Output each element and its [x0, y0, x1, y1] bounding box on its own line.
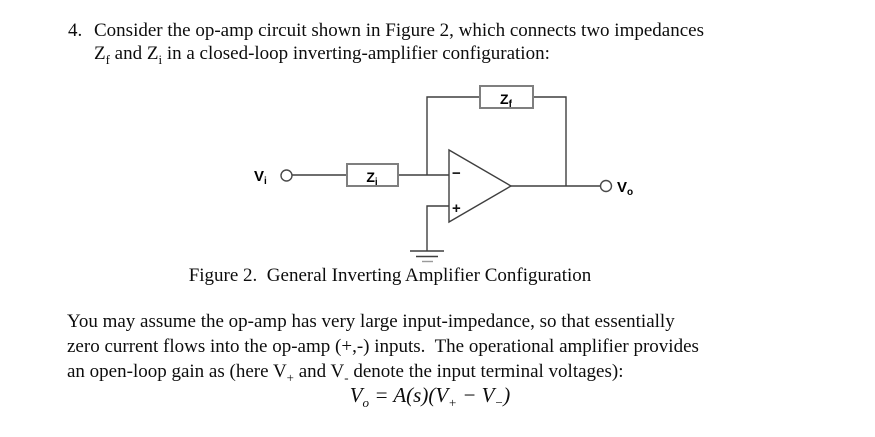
- feedback-impedance-box: [479, 85, 534, 109]
- feedback-impedance-label: Zf: [500, 91, 513, 110]
- zi-symbol: Z: [146, 43, 159, 64]
- problem-line-2-rest: in a closed-loop inverting-amplifier con…: [162, 43, 550, 64]
- eq-vminus-sub: −: [494, 395, 504, 411]
- eq-minus-term: − V: [456, 383, 495, 407]
- figure-caption: Figure 2. General Inverting Amplifier Co…: [188, 265, 592, 286]
- circuit-diagram: Zf Zi Vi Vo − +: [254, 85, 633, 263]
- problem-number: 4.: [68, 20, 83, 41]
- open-loop-gain-equation: Vo = A(s)(V+ − V−): [280, 383, 580, 411]
- assumption-paragraph: You may assume the op-amp has very large…: [67, 309, 807, 384]
- problem-text: Consider the op-amp circuit shown in Fig…: [94, 19, 824, 67]
- eq-vout-sub: o: [362, 395, 370, 411]
- eq-gain-term: A(s)(V: [393, 383, 449, 407]
- eq-vplus-sub: +: [448, 395, 457, 411]
- opamp-triangle: [448, 148, 513, 224]
- problem-line-2: Zf and Zi in a closed-loop inverting-amp…: [94, 42, 824, 67]
- assumption-line-3-mid: and V: [293, 361, 345, 382]
- v-minus-sub: -: [344, 369, 349, 385]
- zi-label-sub: i: [375, 177, 378, 188]
- v-plus-sub: +: [286, 369, 294, 385]
- feedback-wire-right: [533, 96, 567, 186]
- noninverting-ground-wire: [426, 205, 449, 251]
- output-terminal: [599, 179, 613, 193]
- assumption-line-3-post: denote the input terminal voltages):: [348, 361, 624, 382]
- zf-label-main: Z: [500, 91, 509, 107]
- vin-label: Vi: [254, 168, 267, 187]
- input-impedance-label: Zi: [366, 169, 378, 188]
- noninverting-input-sign: +: [452, 200, 461, 217]
- inverting-input-sign: −: [452, 165, 461, 182]
- zf-label-sub: f: [509, 99, 513, 110]
- eq-equals: =: [369, 383, 394, 407]
- vout-label-sub: o: [627, 187, 633, 198]
- feedback-wire-left: [426, 96, 480, 175]
- problem-statement: 4. Consider the op-amp circuit shown in …: [68, 19, 824, 67]
- vin-label-sub: i: [264, 176, 267, 187]
- zf-symbol: Z: [94, 43, 106, 64]
- vout-label: Vo: [617, 179, 633, 198]
- vout-label-main: V: [617, 179, 627, 196]
- eq-vout: V: [349, 383, 363, 407]
- zf-symbol-sub: f: [105, 51, 110, 67]
- zi-symbol-sub: i: [158, 51, 163, 67]
- assumption-line-2: zero current flows into the op-amp (+,-)…: [67, 336, 699, 357]
- problem-line-2-mid: and: [109, 43, 147, 64]
- vin-label-main: V: [254, 168, 264, 185]
- assumption-line-3: an open-loop gain as (here V+ and V- den…: [67, 359, 807, 384]
- assumption-line-3-pre: an open-loop gain as (here V: [67, 361, 287, 382]
- assumption-line-1: You may assume the op-amp has very large…: [67, 311, 675, 332]
- ground-symbol: [410, 250, 444, 263]
- zi-label-main: Z: [366, 169, 375, 185]
- input-terminal: [280, 169, 293, 182]
- problem-line-1: Consider the op-amp circuit shown in Fig…: [94, 20, 704, 41]
- input-impedance-box: [346, 163, 399, 187]
- eq-close-paren: ): [503, 383, 511, 407]
